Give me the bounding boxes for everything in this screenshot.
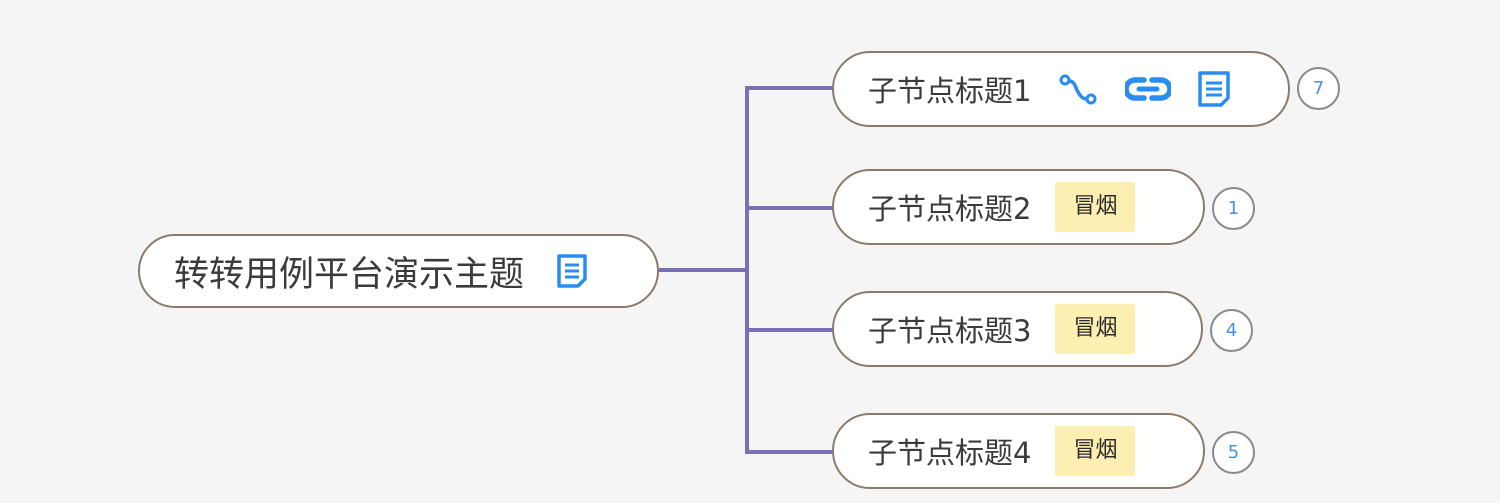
- child-topic-node-3[interactable]: 子节点标题3 冒烟: [832, 291, 1203, 367]
- root-topic-title: 转转用例平台演示主题: [174, 254, 525, 295]
- note-icon[interactable]: [556, 253, 588, 289]
- label-tag[interactable]: 冒烟: [1055, 426, 1136, 476]
- collapsed-children-count[interactable]: 7: [1297, 67, 1340, 110]
- collapsed-children-count[interactable]: 5: [1212, 431, 1255, 474]
- relationship-icon[interactable]: [1059, 73, 1097, 105]
- collapsed-children-count[interactable]: 4: [1210, 309, 1253, 352]
- label-tag[interactable]: 冒烟: [1055, 182, 1136, 232]
- child-topic-node-1[interactable]: 子节点标题1: [832, 51, 1290, 127]
- link-icon[interactable]: [1125, 75, 1172, 103]
- child-topic-title: 子节点标题3: [868, 314, 1032, 348]
- child-topic-node-4[interactable]: 子节点标题4 冒烟: [832, 413, 1205, 489]
- label-tag[interactable]: 冒烟: [1055, 304, 1136, 354]
- note-icon[interactable]: [1197, 70, 1231, 108]
- collapsed-children-count[interactable]: 1: [1212, 187, 1255, 230]
- root-topic-node[interactable]: 转转用例平台演示主题: [138, 234, 659, 308]
- child-topic-title: 子节点标题4: [868, 436, 1032, 470]
- child-topic-title: 子节点标题2: [868, 192, 1032, 226]
- child-topic-node-2[interactable]: 子节点标题2 冒烟: [832, 169, 1205, 245]
- child-topic-title: 子节点标题1: [868, 74, 1032, 108]
